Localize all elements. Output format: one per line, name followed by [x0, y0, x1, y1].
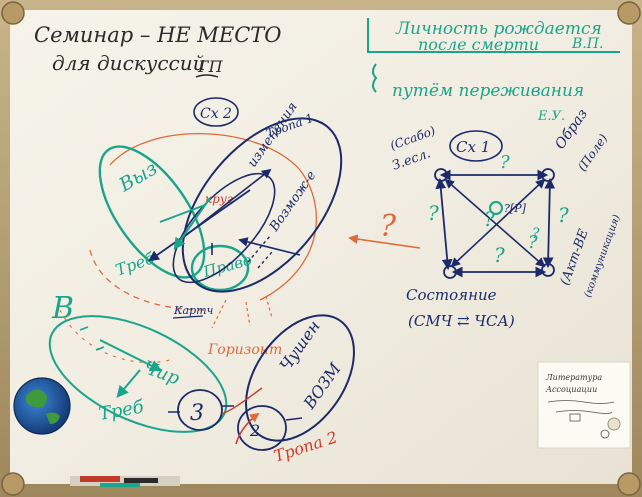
sticky-pin-icon: [607, 417, 621, 431]
label-center: ?[Р]: [504, 202, 527, 215]
dashes-orange: [211, 295, 273, 329]
navy-ellipse-3: [177, 389, 223, 431]
node-br: [541, 263, 555, 277]
quote-tl-line2: для дискуссий: [52, 51, 205, 75]
green-ellipse-big-b: [48, 315, 228, 433]
arrow-green-2: [99, 339, 163, 372]
red-marker: [80, 476, 120, 482]
arrow-green-3: [116, 369, 141, 398]
quote-tr-line1: Личность рождается: [395, 19, 602, 39]
arrow-red-2: [221, 387, 263, 415]
quote-tr-line2: после смерти: [418, 35, 539, 54]
edge-right: [542, 177, 556, 269]
sticky-circle: [600, 429, 610, 439]
label-bl: Состояние: [406, 286, 497, 304]
diagram-right-label: Сх 1: [456, 138, 490, 156]
green-ellipse-pravo: [190, 244, 250, 292]
navy-ellipse-main: [181, 117, 343, 293]
dashes-lower: [168, 405, 303, 421]
label-q-arrow: ?: [380, 209, 397, 244]
frame-corner-br: [617, 472, 641, 496]
label-big-b: В: [51, 291, 74, 326]
label-kartoch: Картч: [173, 304, 214, 317]
quote-top-right: Личность рождается после смерти В.П. пут…: [367, 18, 620, 124]
orange-arc-2: [89, 249, 206, 311]
sticky-note: Литература Ассоциации: [537, 361, 631, 449]
sticky-line2: Ассоциации: [545, 385, 597, 394]
quote-tr-brace: [372, 63, 378, 93]
navy-ellipse-2: [237, 405, 287, 451]
quote-tl-initials: ГП: [197, 57, 224, 76]
tick-green: [79, 326, 105, 351]
orange-arc-1: [109, 133, 318, 301]
node-center: [489, 201, 503, 215]
underline-kartoch: [172, 315, 204, 319]
node-bl: [443, 265, 457, 279]
arrow-q-orange: [348, 234, 421, 249]
diagram-left-label: Сх 2: [200, 106, 232, 122]
label-krug: круг: [205, 192, 233, 206]
arrow-red-1: [235, 412, 260, 445]
label-bl-formula: (СМЧ ⇄ ЧСА): [408, 312, 515, 330]
qmark-3: ?: [500, 152, 510, 173]
qmark-2: ?: [484, 207, 495, 231]
label-b2: 2: [249, 421, 260, 440]
orange-arc-3: [59, 309, 171, 364]
sticky-box: [569, 413, 581, 422]
frame-corner-bl: [1, 472, 25, 496]
quote-top-left: Семинар – НЕ МЕСТО для дискуссий ГП: [34, 23, 282, 78]
node-tl: [434, 168, 448, 182]
green-marker: [100, 483, 140, 487]
line-green-cross: [159, 204, 206, 223]
qmark-5: ?: [494, 243, 505, 267]
arrow-navy-3: [238, 237, 301, 256]
node-tr: [541, 168, 555, 182]
quote-tl-line1: Семинар – НЕ МЕСТО: [34, 23, 282, 47]
arrow-green-1: [173, 197, 211, 250]
diagram-right-label-circle: [449, 130, 503, 162]
qmark-1: ?: [428, 201, 439, 225]
navy-ellipse-lower: [245, 314, 355, 442]
sticky-paper: [537, 361, 631, 449]
black-marker: [124, 478, 158, 483]
frame-corner-tl: [1, 1, 25, 25]
sticky-scribble: [547, 400, 615, 414]
quote-tr-bracket: [367, 18, 620, 53]
qmark-6: ?: [528, 232, 538, 253]
quote-tr-initials2: Е.У.: [537, 109, 565, 124]
green-ellipse-vyz: [98, 145, 206, 279]
quote-tr-line3: путём переживания: [392, 81, 584, 101]
label-b3: 3: [190, 401, 204, 426]
marker-tray: [70, 476, 180, 487]
quote-tl-underline: [195, 74, 219, 78]
globe-land-1: [26, 389, 47, 408]
quote-tr-initials1: В.П.: [571, 36, 603, 52]
magnet-globe: [13, 377, 71, 435]
edge-diag-2: [450, 178, 546, 268]
globe-land-2: [46, 412, 60, 424]
arrow-navy-2: [179, 168, 272, 241]
qmark-7: ?: [532, 226, 540, 242]
sticky-line1: Литература: [545, 373, 602, 382]
frame-corner-tr: [617, 1, 641, 25]
diagram-left-label-circle: [193, 97, 239, 127]
qmark-4: ?: [558, 203, 569, 227]
